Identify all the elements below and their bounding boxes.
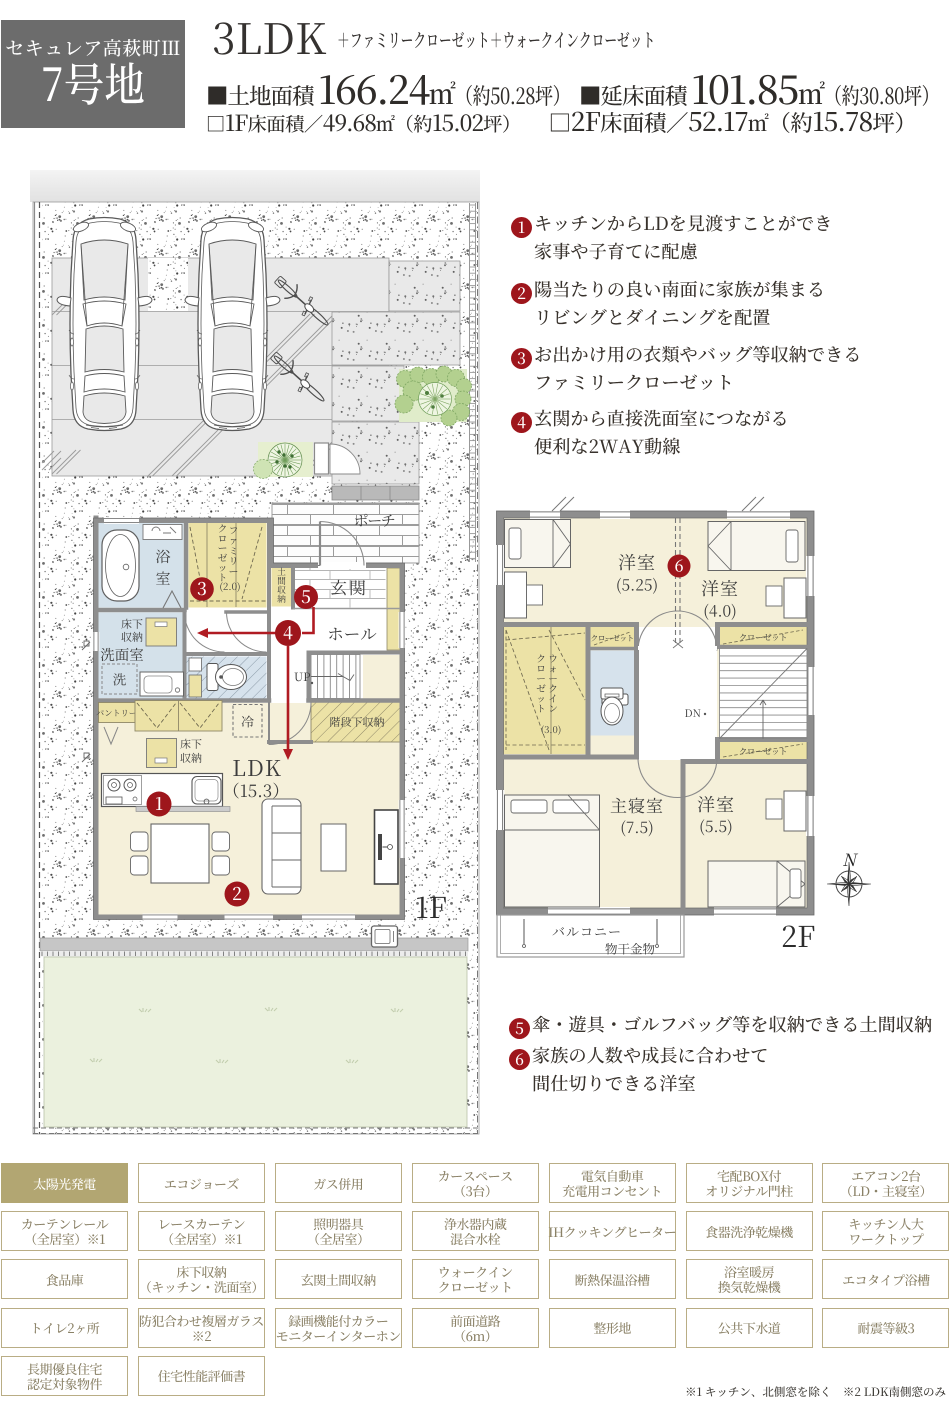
svg-text:ロ: ロ	[218, 531, 228, 545]
svg-text:玄関: 玄関	[330, 574, 368, 599]
svg-text:LDK: LDK	[232, 752, 282, 783]
svg-text:(7.5): (7.5)	[620, 816, 654, 838]
svg-text:ー: ー	[548, 671, 558, 685]
svg-text:ト: ト	[536, 701, 546, 715]
svg-text:バルコニー: バルコニー	[552, 922, 622, 941]
svg-text:パントリー: パントリー	[96, 708, 137, 719]
svg-text:床下: 床下	[180, 736, 202, 752]
svg-text:クローゼット: クローゼット	[739, 632, 788, 644]
svg-text:ウ: ウ	[548, 651, 558, 665]
svg-text:ー: ー	[218, 541, 228, 555]
svg-text:浴: 浴	[155, 546, 170, 567]
svg-text:ゼ: ゼ	[536, 681, 546, 695]
svg-text:ロ: ロ	[536, 661, 546, 675]
svg-text:階段下収納: 階段下収納	[330, 714, 385, 730]
svg-text:納: 納	[277, 592, 286, 605]
svg-text:ミ: ミ	[229, 543, 239, 557]
svg-text:ッ: ッ	[218, 560, 228, 574]
svg-text:ク: ク	[548, 681, 558, 695]
svg-text:物干金物: 物干金物	[605, 940, 656, 958]
svg-text:室: 室	[155, 568, 170, 589]
svg-text:(5.25): (5.25)	[616, 574, 658, 596]
svg-text:土: 土	[277, 565, 286, 578]
svg-text:(3.0): (3.0)	[541, 722, 562, 736]
svg-text:リ: リ	[229, 554, 239, 568]
svg-text:洋室: 洋室	[701, 575, 739, 601]
svg-text:ォ: ォ	[548, 661, 558, 675]
svg-text:（15.3）: （15.3）	[223, 777, 290, 802]
svg-text:冷: 冷	[241, 712, 254, 731]
svg-text:収納: 収納	[180, 750, 202, 766]
svg-text:洗面室: 洗面室	[100, 644, 144, 665]
svg-text:ポーチ: ポーチ	[354, 510, 395, 531]
svg-text:1: 1	[155, 791, 163, 816]
svg-text:イ: イ	[548, 691, 558, 705]
svg-text:5: 5	[301, 584, 311, 609]
svg-text:主寝室: 主寝室	[610, 792, 664, 817]
svg-text:クローゼット: クローゼット	[739, 746, 788, 758]
svg-text:UP: UP	[294, 669, 311, 685]
svg-text:ク: ク	[536, 651, 546, 665]
svg-text:ホール: ホール	[327, 621, 377, 645]
svg-text:DN: DN	[685, 706, 701, 721]
svg-text:2F: 2F	[781, 915, 815, 956]
svg-text:3: 3	[197, 576, 207, 601]
svg-text:ァ: ァ	[229, 533, 239, 547]
svg-text:洋室: 洋室	[697, 791, 735, 817]
svg-text:ー: ー	[536, 671, 546, 685]
svg-text:収: 収	[277, 583, 286, 596]
svg-text:N: N	[842, 846, 858, 871]
svg-text:ゼ: ゼ	[218, 550, 228, 564]
svg-text:洗: 洗	[113, 669, 127, 689]
svg-text:ト: ト	[218, 570, 228, 584]
svg-text:1F: 1F	[415, 886, 447, 927]
svg-text:ク: ク	[218, 521, 228, 535]
svg-text:間: 間	[277, 574, 286, 587]
svg-text:ー: ー	[229, 564, 239, 578]
svg-text:ン: ン	[548, 701, 558, 715]
svg-text:6: 6	[674, 554, 683, 577]
svg-text:収納: 収納	[121, 629, 143, 645]
svg-text:(5.5): (5.5)	[699, 815, 733, 837]
svg-text:(2.0): (2.0)	[219, 579, 240, 593]
svg-text:床下: 床下	[121, 616, 143, 632]
svg-text:(4.0): (4.0)	[703, 600, 737, 622]
svg-text:4: 4	[283, 620, 293, 645]
svg-text:ッ: ッ	[536, 691, 546, 705]
svg-text:洋室: 洋室	[618, 549, 656, 575]
svg-text:2: 2	[232, 881, 242, 906]
svg-text:フ: フ	[229, 523, 239, 537]
